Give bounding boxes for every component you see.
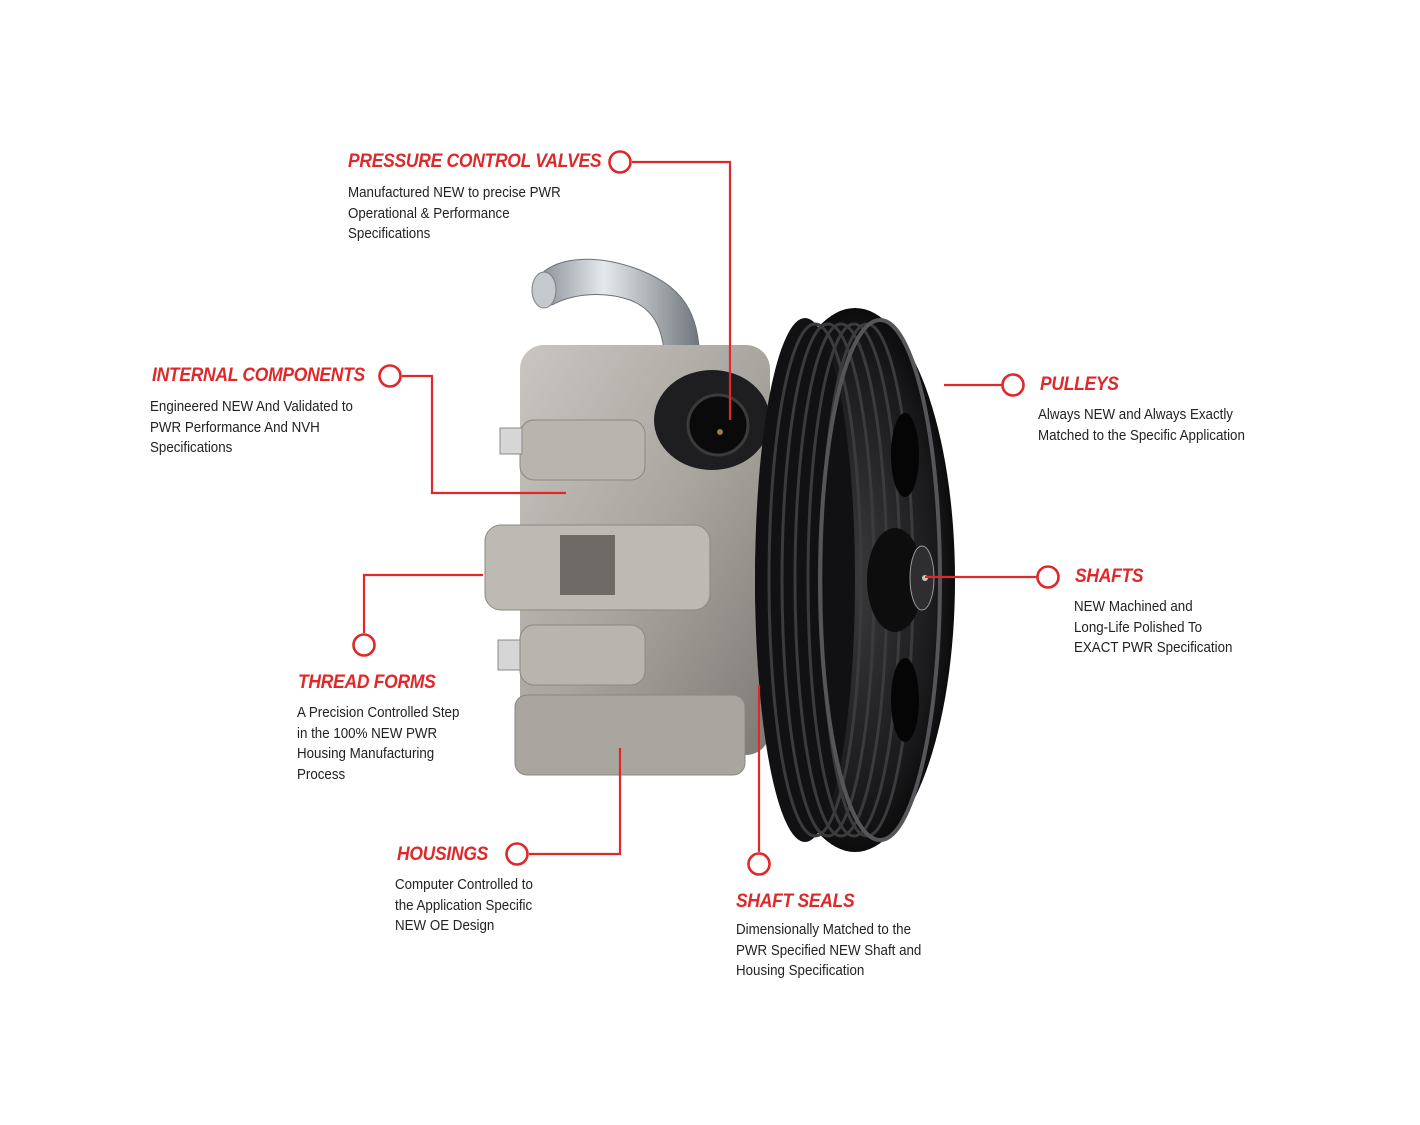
- callout-title-shaft-seals: SHAFT SEALS: [736, 891, 855, 912]
- connector-pressure-control-valves: [632, 160, 732, 420]
- callout-title-pressure-control-valves: PRESSURE CONTROL VALVES: [348, 151, 602, 172]
- callout-title-thread-forms: THREAD FORMS: [298, 672, 436, 693]
- callout-title-shafts: SHAFTS: [1075, 566, 1144, 587]
- connector-lines: [362, 160, 1037, 856]
- ring-icon: [1001, 373, 1025, 397]
- callout-desc-pressure-control-valves: Manufactured NEW to precise PWR Operatio…: [348, 185, 561, 242]
- callout-desc-internal-components: Engineered NEW And Validated to PWR Perf…: [150, 399, 353, 456]
- callout-title-pulleys: PULLEYS: [1040, 374, 1119, 395]
- callout-desc-pulleys: Always NEW and Always Exactly Matched to…: [1038, 407, 1245, 444]
- ring-icon: [505, 842, 529, 866]
- callout-desc-thread-forms: A Precision Controlled Step in the 100% …: [297, 705, 460, 783]
- ring-icon: [747, 852, 771, 876]
- callout-desc-shafts: NEW Machined and Long-Life Polished To E…: [1074, 599, 1233, 656]
- pump-housing: [484, 345, 770, 776]
- callout-title-housings: HOUSINGS: [397, 844, 489, 865]
- pulley: [755, 308, 955, 852]
- callout-desc-shaft-seals: Dimensionally Matched to the PWR Specifi…: [736, 922, 922, 979]
- connector-internal-components: [402, 374, 566, 495]
- ring-icon: [1036, 565, 1060, 589]
- callout-desc-housings: Computer Controlled to the Application S…: [395, 877, 533, 934]
- ring-icon: [378, 364, 402, 388]
- ring-icon: [608, 150, 632, 174]
- callout-title-internal-components: INTERNAL COMPONENTS: [152, 365, 365, 386]
- ring-icon: [352, 633, 376, 657]
- connector-housings: [529, 748, 622, 856]
- callout-rings: [352, 150, 1060, 876]
- connector-thread-forms: [362, 573, 483, 633]
